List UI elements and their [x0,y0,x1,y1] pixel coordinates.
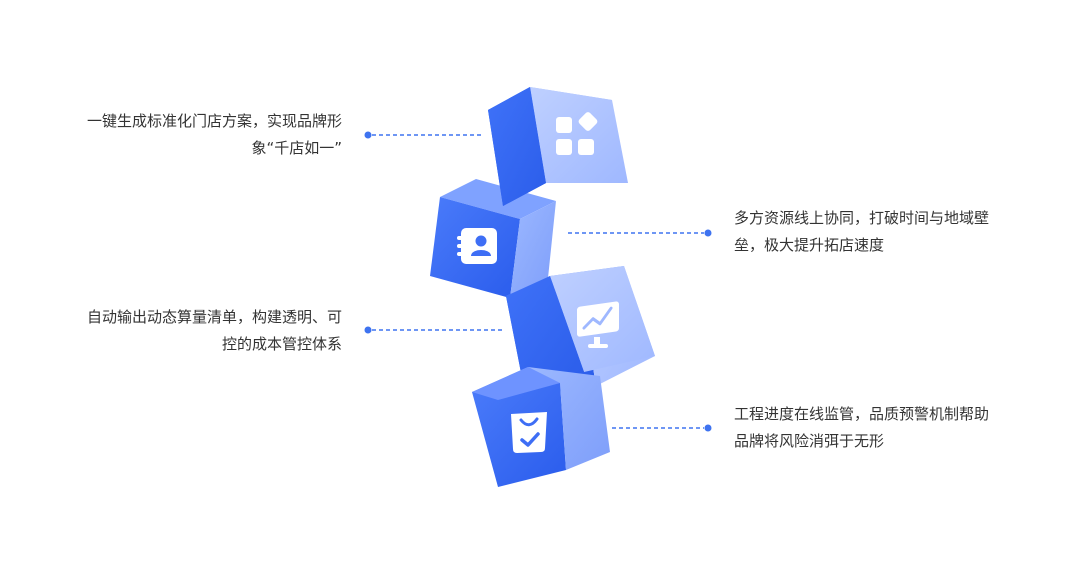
feature-text-line: 垒，极大提升拓店速度 [734,236,885,254]
connector-line-4 [612,424,712,432]
connector-line-2 [568,229,712,237]
feature-label-standard-plan: 一键生成标准化门店方案，实现品牌形 象“千店如一” [87,108,342,162]
feature-text-line: 自动输出动态算量清单，构建透明、可 [86,308,342,326]
feature-text-line: 多方资源线上协同，打破时间与地域壁 [734,209,990,227]
cube-collaboration [430,179,556,298]
feature-text-line: 一键生成标准化门店方案，实现品牌形 [86,112,342,130]
feature-label-collaboration: 多方资源线上协同，打破时间与地域壁 垒，极大提升拓店速度 [734,205,989,259]
monitor-chart-icon [577,301,619,348]
feature-text-line: 控的成本管控体系 [221,335,342,353]
connector-line-1 [364,131,482,139]
connector-line-3 [364,326,504,334]
feature-text-line: 工程进度在线监管，品质预警机制帮助 [734,405,990,423]
contact-book-icon [457,228,497,264]
feature-text-line: 品牌将风险消弭于无形 [734,432,885,450]
cube-bill-of-quantities [506,266,655,388]
grid-apps-icon [556,112,598,155]
feature-text-line: 象“千店如一” [251,139,342,157]
feature-label-bill-of-quantities: 自动输出动态算量清单，构建透明、可 控的成本管控体系 [87,304,342,358]
feature-label-progress-monitor: 工程进度在线监管，品质预警机制帮助 品牌将风险消弭于无形 [734,401,989,455]
cube-standard-plan [488,87,628,206]
shopping-bag-check-icon [511,412,547,453]
cube-progress-monitor [472,367,610,487]
